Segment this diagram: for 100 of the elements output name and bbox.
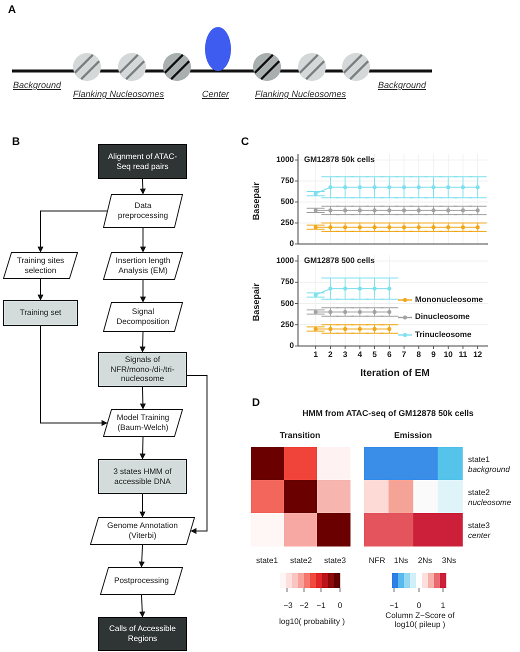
color-scale-title: log10( probability ) xyxy=(279,617,345,626)
row-label: state1 xyxy=(468,455,490,464)
arrow xyxy=(140,332,146,353)
row-label: center xyxy=(468,531,490,540)
node-label: Genome Annotation (Viterbi) xyxy=(106,521,179,541)
arrow xyxy=(139,594,146,618)
tick-label: 10 xyxy=(444,350,453,360)
tick-label: −2 xyxy=(299,601,309,610)
arrow xyxy=(140,280,146,303)
column-label: 1Ns xyxy=(394,556,408,566)
heatmap-subtitle: Emission xyxy=(394,431,432,441)
tick-label: −1 xyxy=(316,601,326,610)
node-label: 3 states HMM of accessible DNA xyxy=(112,466,173,486)
column-label: 2Ns xyxy=(418,556,432,566)
tick-label: 6 xyxy=(387,350,392,360)
tick-label: 1000 xyxy=(276,256,294,266)
panel-letter: B xyxy=(12,136,20,149)
terminal-box xyxy=(98,144,187,179)
row-label: background xyxy=(468,465,510,474)
process-parallelogram xyxy=(103,194,183,228)
process-parallelogram xyxy=(90,517,195,545)
tick-label: 2 xyxy=(328,350,333,360)
arrow xyxy=(40,326,108,426)
arrow xyxy=(140,386,146,410)
tick-label: 12 xyxy=(473,350,482,360)
node-label: Signal Decomposition xyxy=(116,307,170,327)
arrow xyxy=(140,228,146,253)
tick-label: −3 xyxy=(283,601,293,610)
panel-letter: C xyxy=(241,136,249,149)
node-label: Postprocessing xyxy=(113,576,170,586)
process-parallelogram xyxy=(3,252,78,279)
heatmap-title: HMM from ATAC-seq of GM12878 50k cells xyxy=(302,409,474,419)
region-label: Center xyxy=(202,89,230,100)
row-label: state3 xyxy=(468,521,490,530)
process-parallelogram xyxy=(100,567,183,595)
arrow xyxy=(140,494,146,518)
tick-label: 3 xyxy=(342,350,348,360)
tick-label: 500 xyxy=(280,197,294,206)
tick-label: 11 xyxy=(458,350,468,360)
result-box xyxy=(3,300,78,326)
panel-letter: A xyxy=(8,4,16,17)
tick-label: −1 xyxy=(389,601,399,610)
panel-letter: D xyxy=(252,397,260,410)
node-label: Insertion length Analysis (EM) xyxy=(114,256,172,276)
region-label: Flanking Nucleosomes xyxy=(255,89,346,100)
legend-label: Dinucleosome xyxy=(415,312,470,322)
tick-label: 7 xyxy=(402,350,406,360)
tick-label: 750 xyxy=(280,277,294,286)
point xyxy=(387,327,392,331)
node-label: Signals of NFR/mono-/di-/tri-nucleosome xyxy=(109,355,176,384)
tick-label: 250 xyxy=(280,218,294,228)
region-label: Flanking Nucleosomes xyxy=(73,89,164,100)
terminal-box xyxy=(98,617,187,651)
point xyxy=(387,310,392,314)
process-parallelogram xyxy=(103,252,183,280)
tick-label: 0 xyxy=(290,341,294,350)
legend-label: Mononucleosome xyxy=(415,294,484,304)
tick-label: 0 xyxy=(416,601,422,610)
tick-label: 1 xyxy=(440,601,446,610)
tick-label: 250 xyxy=(280,320,294,329)
tick-label: 8 xyxy=(416,350,421,360)
arrow xyxy=(186,375,208,534)
column-label: state1 xyxy=(256,556,278,566)
heatmap-subtitle: Transition xyxy=(280,431,320,441)
tick-label: 5 xyxy=(372,350,377,360)
row-label: nucleosome xyxy=(468,498,512,508)
tick-label: 0 xyxy=(290,239,294,248)
node-label: Calls of Accessible Regions xyxy=(108,624,177,644)
tick-label: 4 xyxy=(358,350,362,360)
axis-title: Iteration of EM xyxy=(360,368,430,380)
node-label: Training set xyxy=(18,308,62,318)
facet-title: GM12878 500 cells xyxy=(304,256,375,266)
region-label: Background xyxy=(378,80,426,90)
region-label: Background xyxy=(13,80,62,90)
tick-label: 9 xyxy=(431,350,436,360)
color-scale-title: Column Z−Score of log10( pileup ) xyxy=(384,611,456,630)
node-label: Model Training (Baum-Welch) xyxy=(116,413,170,433)
facet-title: GM12878 50k cells xyxy=(304,155,375,164)
column-label: state3 xyxy=(324,556,346,566)
legend-label: Trinucleosome xyxy=(415,330,472,339)
arrow xyxy=(38,210,108,253)
arrow xyxy=(140,178,146,195)
column-label: NFR xyxy=(368,556,386,566)
result-box xyxy=(98,352,187,387)
column-label: state2 xyxy=(290,556,312,566)
arrow xyxy=(140,436,146,460)
column-label: 3Ns xyxy=(442,556,456,566)
node-label: Data preprocessing xyxy=(116,201,170,221)
arrow xyxy=(138,544,145,568)
result-box xyxy=(98,459,187,494)
process-parallelogram xyxy=(103,302,183,332)
tick-label: 500 xyxy=(280,298,294,308)
tick-label: 1 xyxy=(313,350,318,360)
arrow xyxy=(38,278,44,301)
row-label: state2 xyxy=(468,488,490,498)
axis-title: Basepair xyxy=(250,182,262,220)
node-label: Alignment of ATAC-Seq read pairs xyxy=(106,152,178,172)
tick-label: 0 xyxy=(338,601,342,610)
axis-title: Basepair xyxy=(250,283,262,322)
tick-label: 1000 xyxy=(276,155,294,164)
